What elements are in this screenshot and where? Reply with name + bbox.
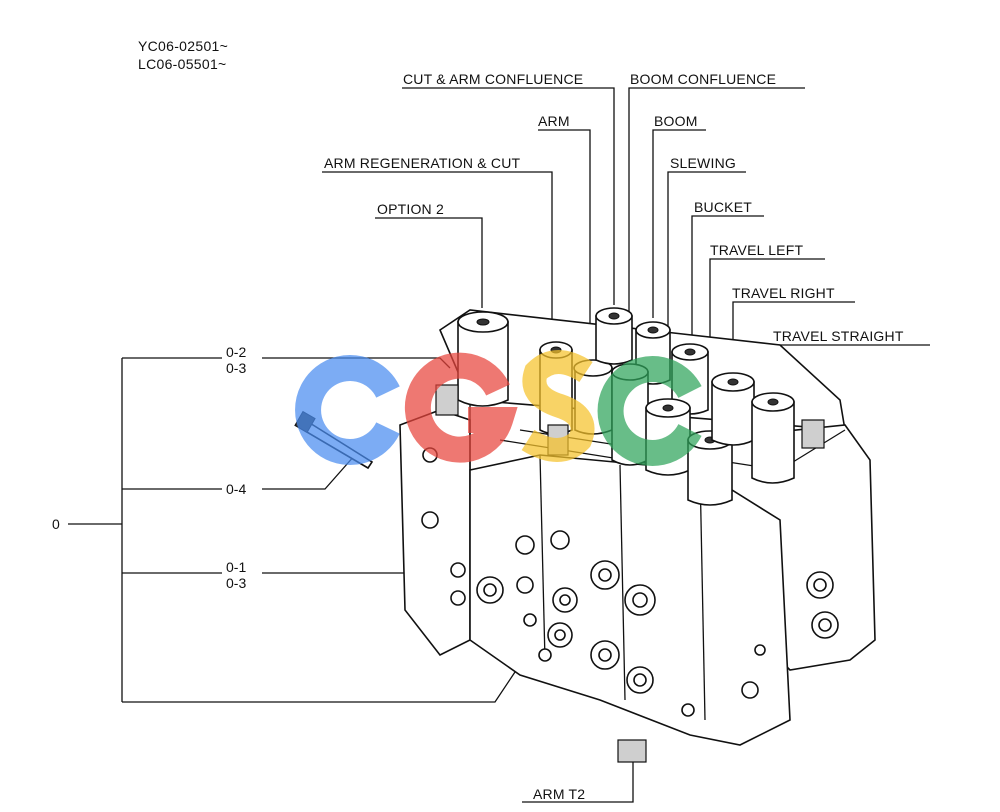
ports bbox=[421, 447, 839, 717]
label-arm: ARM bbox=[538, 113, 570, 129]
label-arm-regeneration-cut: ARM REGENERATION & CUT bbox=[324, 155, 521, 171]
watermark-g-red bbox=[404, 352, 518, 463]
callout-0: 0 bbox=[52, 516, 60, 532]
watermark-s-yellow bbox=[521, 350, 595, 462]
label-option-2: OPTION 2 bbox=[377, 201, 444, 217]
label-travel-left: TRAVEL LEFT bbox=[710, 242, 804, 258]
label-cut-arm-confluence: CUT & ARM CONFLUENCE bbox=[403, 71, 584, 87]
label-arm-t2: ARM T2 bbox=[533, 786, 586, 802]
label-slewing: SLEWING bbox=[670, 155, 736, 171]
watermark-c-blue bbox=[295, 355, 400, 465]
callout-0-3-top: 0-3 bbox=[226, 360, 247, 376]
callout-0-1: 0-1 bbox=[226, 559, 247, 575]
label-boom: BOOM bbox=[654, 113, 698, 129]
label-bucket: BUCKET bbox=[694, 199, 752, 215]
label-travel-straight: TRAVEL STRAIGHT bbox=[773, 328, 904, 344]
watermark-letters bbox=[295, 350, 702, 466]
label-travel-right: TRAVEL RIGHT bbox=[732, 285, 835, 301]
callout-0-4: 0-4 bbox=[226, 481, 247, 497]
serial-number-1: YC06-02501~ bbox=[138, 38, 229, 54]
callout-0-3-bottom: 0-3 bbox=[226, 575, 247, 591]
label-boom-confluence: BOOM CONFLUENCE bbox=[630, 71, 777, 87]
watermark-c-green bbox=[597, 356, 702, 466]
serial-number-2: LC06-05501~ bbox=[138, 56, 227, 72]
callout-bracket bbox=[68, 357, 516, 703]
callout-0-2: 0-2 bbox=[226, 344, 247, 360]
